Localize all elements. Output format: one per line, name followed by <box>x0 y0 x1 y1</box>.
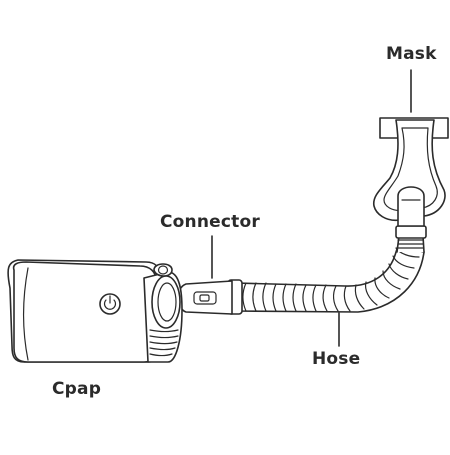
mask <box>372 117 449 227</box>
connector <box>177 280 233 315</box>
mask-label: Mask <box>386 44 437 64</box>
hose <box>227 225 427 315</box>
hose-ribs <box>242 247 420 312</box>
leader-lines <box>211 69 412 347</box>
cpap-label: Cpap <box>52 379 102 399</box>
connector-label: Connector <box>160 212 260 232</box>
cpap-outlet <box>143 271 183 363</box>
hose-label: Hose <box>312 349 361 369</box>
power-icon <box>99 293 121 315</box>
cpap-machine <box>7 259 183 363</box>
